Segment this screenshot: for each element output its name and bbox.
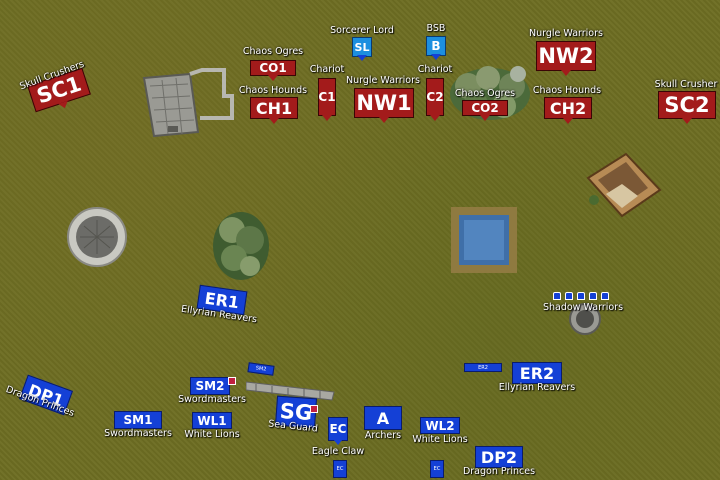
label-sm1: Swordmasters (104, 428, 172, 439)
unit-co1[interactable]: CO1 (250, 60, 296, 76)
label-c2: Chariot (417, 64, 453, 75)
forest-middle (213, 212, 269, 280)
label-wl2: White Lions (412, 434, 468, 445)
unit-nw1-id: NW1 (356, 91, 412, 115)
unit-ch1[interactable]: CH1 (250, 97, 298, 119)
unit-c1[interactable]: C1 (318, 78, 336, 116)
infantry-icon (577, 292, 585, 300)
unit-nw1[interactable]: NW1 (354, 88, 414, 118)
unit-co2-id: CO2 (471, 101, 499, 115)
label-nw1: Nurgle Warriors (346, 75, 420, 86)
label-c1: Chariot (309, 64, 345, 75)
infantry-icon (601, 292, 609, 300)
label-ec: Eagle Claw (311, 446, 365, 457)
label-ch1: Chaos Hounds (238, 85, 308, 96)
unit-dp2-id: DP2 (480, 447, 518, 467)
unit-wl2-id: WL2 (425, 418, 455, 433)
unit-sc2-id: SC2 (664, 93, 710, 117)
label-sc2: Skull Crusher (654, 79, 718, 90)
label-wl1: White Lions (184, 429, 240, 440)
unit-ec[interactable]: EC (328, 417, 348, 441)
label-er2: Ellyrian Reavers (498, 382, 576, 393)
well-right (569, 303, 601, 335)
unit-c2-id: C2 (426, 90, 444, 104)
unit-ch2[interactable]: CH2 (544, 97, 592, 119)
unit-er2[interactable]: ER2 (512, 362, 562, 384)
pond (451, 207, 517, 273)
unit-sm2-id: SM2 (195, 379, 225, 393)
label-sm2: Swordmasters (178, 394, 246, 405)
unit-ec-marker[interactable]: EC (333, 460, 347, 478)
unit-c2[interactable]: C2 (426, 78, 444, 116)
label-dp2: Dragon Princes (462, 466, 536, 477)
unit-sm1[interactable]: SM1 (114, 411, 162, 429)
unit-sm1-id: SM1 (123, 413, 153, 427)
unit-co2[interactable]: CO2 (462, 100, 508, 116)
unit-sc2[interactable]: SC2 (658, 91, 716, 119)
unit-a-id: A (376, 408, 390, 428)
unit-nw2[interactable]: NW2 (536, 41, 596, 71)
house (586, 152, 662, 218)
label-ch2: Chaos Hounds (532, 85, 602, 96)
label-sl: Sorcerer Lord (330, 25, 394, 36)
unit-dp2[interactable]: DP2 (475, 446, 523, 468)
label-co1: Chaos Ogres (242, 46, 304, 57)
unit-ch2-id: CH2 (549, 98, 587, 118)
unit-er2-id: ER2 (519, 363, 555, 383)
unit-wl1-id: WL1 (197, 413, 227, 428)
unit-sl-id: SL (354, 40, 370, 54)
unit-ec-id: EC (329, 422, 347, 436)
label-bsb: BSB (426, 23, 446, 34)
unit-sm2[interactable]: SM2 (190, 377, 230, 395)
banner-icon[interactable]: B (426, 36, 446, 56)
infantry-icon (553, 292, 561, 300)
infantry-icon (565, 292, 573, 300)
unit-ch1-id: CH1 (255, 98, 293, 118)
label-a: Archers (364, 430, 402, 441)
ruined-building (142, 68, 234, 138)
well-left (67, 207, 127, 267)
unit-sm2-marker[interactable]: SM2 (247, 362, 275, 376)
unit-wl2[interactable]: WL2 (420, 417, 460, 434)
character-marker (310, 405, 318, 413)
character-marker (228, 377, 236, 385)
label-co2: Chaos Ogres (454, 88, 516, 99)
unit-nw2-id: NW2 (538, 44, 594, 68)
unit-a[interactable]: A (364, 406, 402, 430)
label-nw2: Nurgle Warriors (529, 28, 603, 39)
shadow-warriors-icons[interactable] (553, 292, 613, 302)
unit-c1-id: C1 (318, 90, 336, 104)
infantry-icon (589, 292, 597, 300)
unit-marker-bottom[interactable]: EC (430, 460, 444, 478)
unit-co1-id: CO1 (259, 61, 287, 75)
unit-wl1[interactable]: WL1 (192, 412, 232, 429)
unit-sl[interactable]: SL (352, 37, 372, 57)
unit-er2-marker[interactable]: ER2 (464, 363, 502, 372)
wall-ruins (246, 381, 335, 401)
label-shadow-warriors: Shadow Warriors (542, 302, 624, 313)
